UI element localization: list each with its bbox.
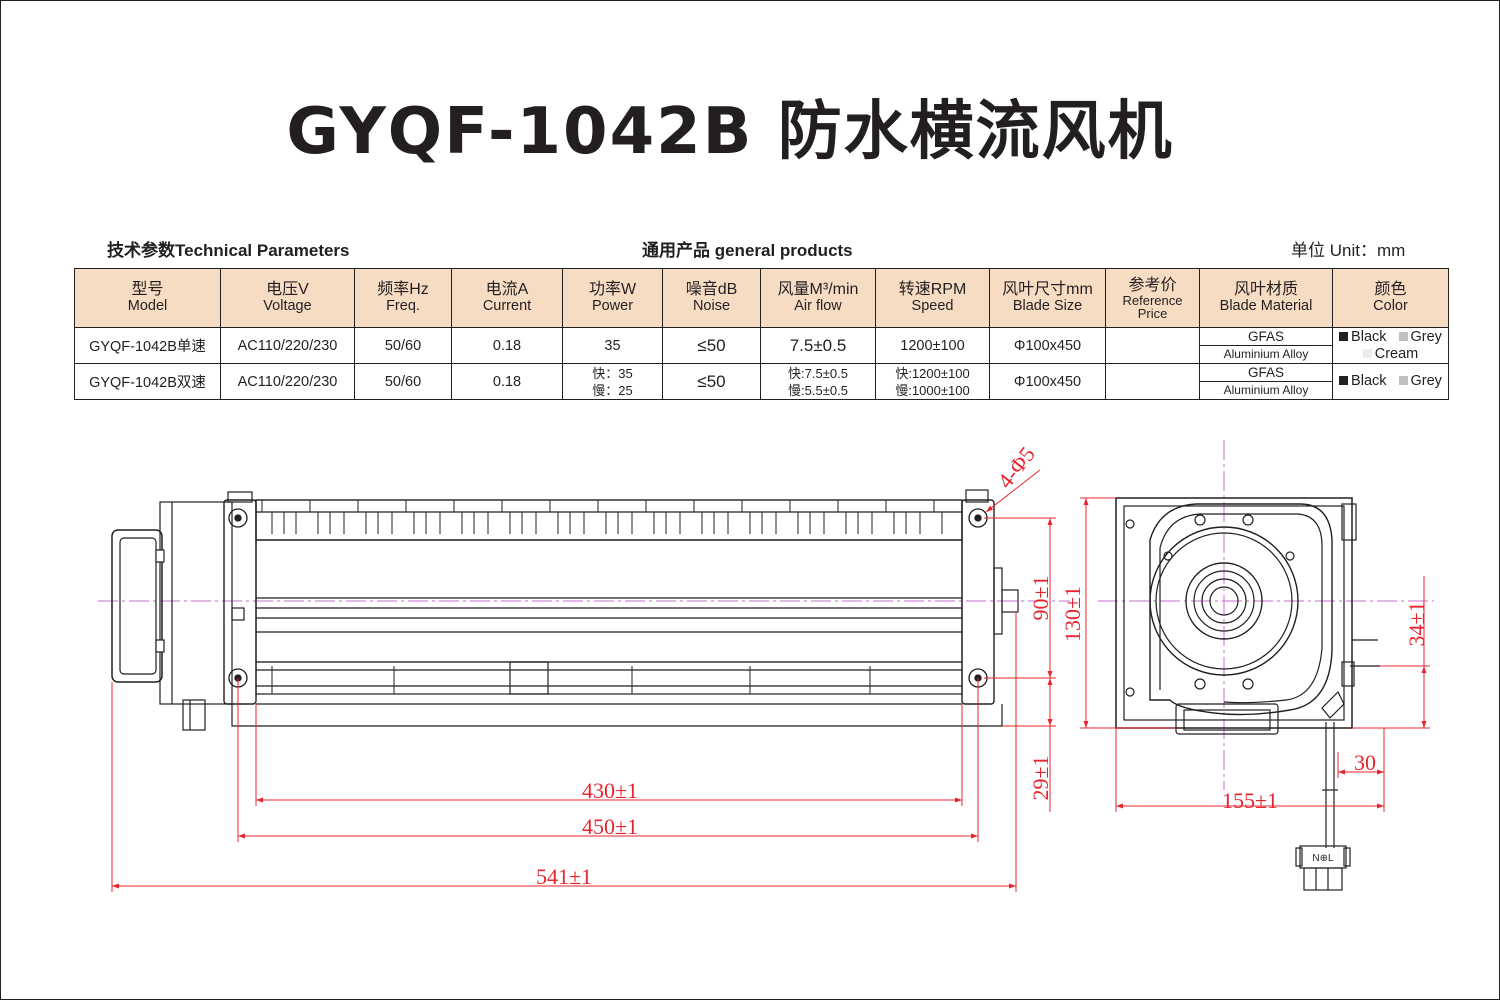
- cell-model: GYQF-1042B双速: [74, 363, 221, 400]
- material-gfas: GFAS: [1200, 329, 1332, 346]
- cell-model: GYQF-1042B单速: [74, 327, 221, 364]
- side-view: [1098, 440, 1434, 891]
- black-swatch: [1339, 331, 1349, 341]
- power-cable: [1321, 690, 1345, 848]
- cell-voltage: AC110/220/230: [220, 363, 355, 400]
- dim-90: 90±1: [1028, 575, 1053, 620]
- dim-30: 30: [1354, 750, 1376, 775]
- cell-current: 0.18: [451, 327, 563, 364]
- table-row: GYQF-1042B双速 AC110/220/230 50/60 0.18 快：…: [74, 363, 1449, 400]
- cell-price: [1105, 363, 1200, 400]
- material-aluminium: Aluminium Alloy: [1223, 382, 1309, 397]
- unit-label: 单位 Unit：mm: [1291, 241, 1406, 260]
- grey-swatch: [1398, 331, 1408, 341]
- top-grill-slats: [261, 500, 943, 534]
- dim-450: 450±1: [582, 814, 638, 839]
- fan-scroll: [1149, 503, 1333, 716]
- front-view-dimensions: [111, 469, 1056, 892]
- material-aluminium: Aluminium Alloy: [1223, 346, 1309, 361]
- dim-34: 34±1: [1404, 601, 1429, 646]
- bottom-ribs: [271, 666, 871, 694]
- general-products-label: 通用产品 general products: [642, 241, 853, 260]
- cream-swatch: [1362, 348, 1372, 358]
- side-screws: [1163, 514, 1295, 690]
- dim-130: 130±1: [1060, 586, 1085, 642]
- dim-155: 155±1: [1222, 788, 1278, 813]
- grey-swatch: [1398, 376, 1408, 385]
- cell-speed: 1200±100: [875, 327, 990, 364]
- dim-541: 541±1: [536, 864, 592, 889]
- tech-params-label: 技术参数Technical Parameters: [107, 241, 350, 260]
- table-row: GYQF-1042B单速 AC110/220/230 50/60 0.18 35…: [74, 327, 1449, 364]
- page-title: GYQF-1042B 防水横流风机: [286, 95, 1174, 169]
- cell-freq: 50/60: [354, 327, 452, 364]
- base-bracket: [1175, 703, 1279, 735]
- dim-430: 430±1: [582, 778, 638, 803]
- cell-freq: 50/60: [354, 363, 452, 400]
- material-gfas: GFAS: [1200, 365, 1332, 382]
- cell-power: 35: [562, 327, 663, 364]
- fan-housing: [231, 499, 1003, 727]
- cell-blade-size: Φ100x450: [989, 363, 1106, 400]
- motor-body: [111, 501, 233, 731]
- side-view-dimensions: [1080, 497, 1430, 812]
- front-view: [98, 489, 1070, 731]
- cell-noise: ≤50: [662, 327, 761, 364]
- black-swatch: [1339, 376, 1349, 385]
- connector-label: N⊕L: [1312, 853, 1334, 864]
- cell-price: [1105, 327, 1200, 364]
- cell-voltage: AC110/220/230: [220, 327, 355, 364]
- connector-plug: [1295, 845, 1351, 891]
- dim-holes: 4-Φ5: [992, 442, 1040, 493]
- dim-29: 29±1: [1028, 755, 1053, 800]
- side-frame: [1115, 497, 1380, 729]
- left-end-plate: [223, 491, 257, 705]
